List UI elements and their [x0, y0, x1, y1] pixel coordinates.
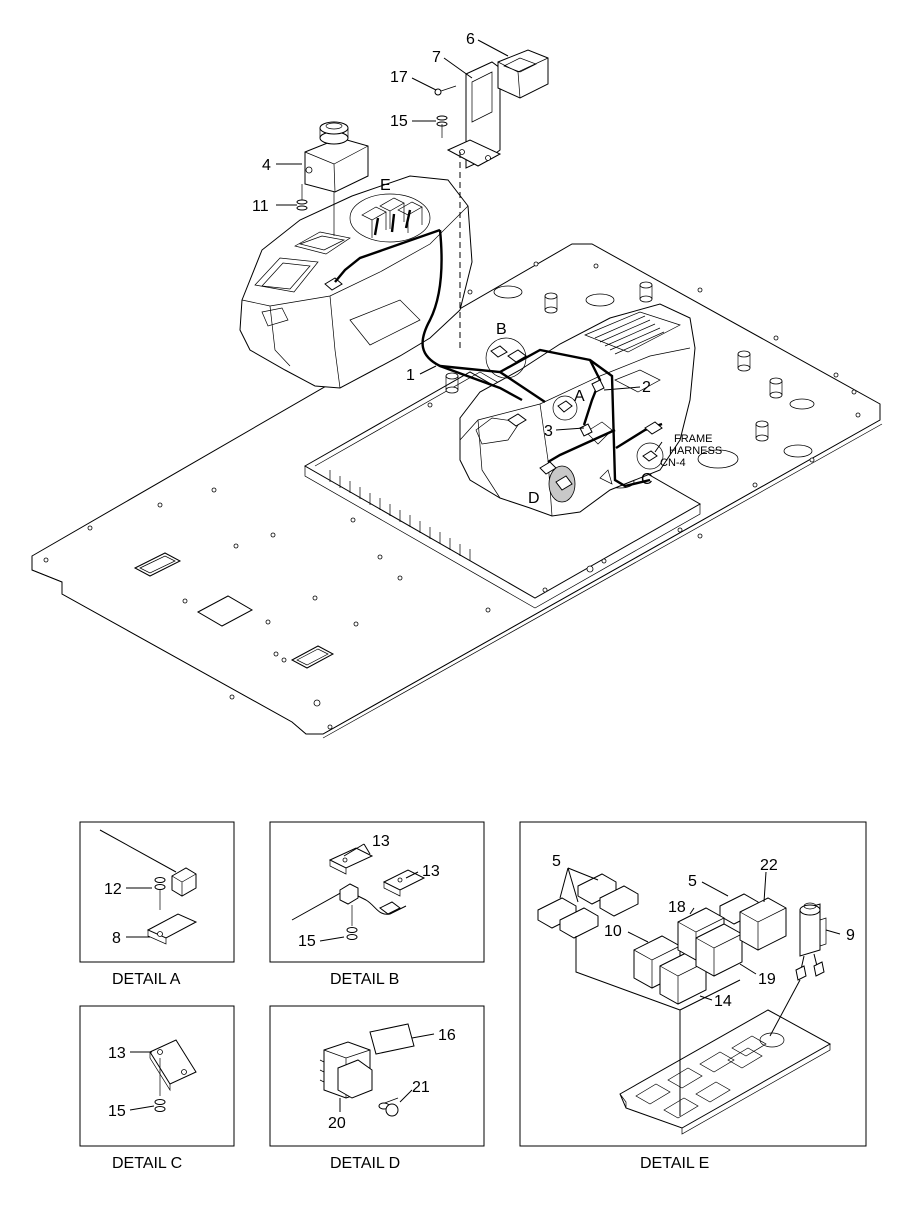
callout-4: 4: [262, 157, 271, 174]
harness-label: HARNESS: [669, 445, 722, 457]
callout-17: 17: [390, 69, 408, 86]
detail-a-title: DETAIL A: [112, 971, 181, 988]
detail-e-label-19: 19: [758, 971, 776, 988]
detail-e-label-5b: 5: [688, 873, 697, 890]
letter-a: A: [574, 388, 585, 405]
detail-a-label-8: 8: [112, 930, 121, 947]
detail-e-title: DETAIL E: [640, 1155, 709, 1172]
detail-e-label-9: 9: [846, 927, 855, 944]
detail-e-label-5a: 5: [552, 853, 561, 870]
detail-c-title: DETAIL C: [112, 1155, 182, 1172]
detail-c-label-13: 13: [108, 1045, 126, 1062]
left-console: [239, 175, 473, 389]
letter-b: B: [496, 321, 507, 338]
detail-e: 5 5 22 18 10 9 19 14 DETAIL E: [519, 821, 867, 1172]
detail-d-title: DETAIL D: [330, 1155, 400, 1172]
callout-2: 2: [642, 379, 651, 396]
detail-d-label-20: 20: [328, 1115, 346, 1132]
detail-e-label-22: 22: [760, 857, 778, 874]
floor-plate: [31, 243, 883, 739]
detail-b-title: DETAIL B: [330, 971, 399, 988]
wire-harness: [334, 209, 663, 488]
detail-e-label-14: 14: [714, 993, 732, 1010]
reservoir: [304, 121, 369, 236]
detail-a-label-12: 12: [104, 881, 122, 898]
detail-d-label-21: 21: [412, 1079, 430, 1096]
frame-label: FRAME: [674, 433, 713, 445]
callout-15: 15: [390, 113, 408, 130]
detail-e-label-18: 18: [668, 899, 686, 916]
detail-c: 13 15 DETAIL C: [79, 1005, 235, 1172]
bracket-and-switch: [296, 49, 549, 350]
main-leaders: [276, 39, 663, 453]
detail-b-label-15: 15: [298, 933, 316, 950]
detail-b: 13 13 15 DETAIL B: [269, 821, 485, 988]
callout-1: 1: [406, 367, 415, 384]
callout-11: 11: [252, 198, 269, 215]
detail-d-label-16: 16: [438, 1027, 456, 1044]
callout-7: 7: [432, 49, 441, 66]
letter-c: C: [641, 471, 653, 488]
detail-b-label-13b: 13: [422, 863, 440, 880]
detail-c-label-15: 15: [108, 1103, 126, 1120]
callout-6: 6: [466, 31, 475, 48]
detail-b-label-13a: 13: [372, 833, 390, 850]
letter-e: E: [380, 177, 391, 194]
detail-a: 12 8 DETAIL A: [79, 821, 235, 988]
detail-markers: [485, 337, 664, 503]
detail-e-label-10: 10: [604, 923, 622, 940]
letter-d: D: [528, 490, 540, 507]
callout-3: 3: [544, 423, 553, 440]
cn4-label: CN-4: [660, 457, 686, 469]
main-callouts: 6 7 17 15 4 11 1 2 3 E B A C D FRAME HAR…: [252, 31, 722, 507]
detail-d: 16 21 20 DETAIL D: [269, 1005, 485, 1172]
